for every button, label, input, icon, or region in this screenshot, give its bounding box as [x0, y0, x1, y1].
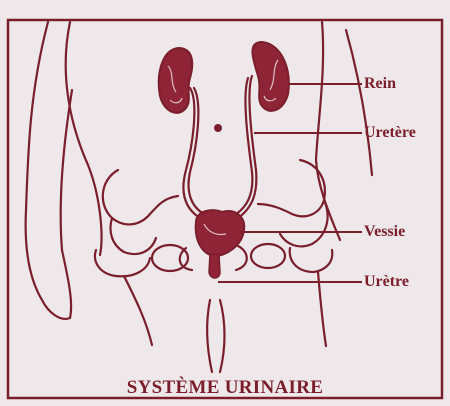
- genital-outline: [207, 300, 224, 372]
- urethra: [209, 254, 220, 278]
- pubis-right: [236, 246, 247, 270]
- navel: [214, 124, 222, 132]
- bladder: [196, 210, 245, 256]
- femur-right: [318, 272, 326, 346]
- torso-left-outline: [66, 22, 102, 255]
- kidneys: [159, 42, 289, 113]
- diagram-caption: SYSTÈME URINAIRE: [0, 377, 450, 399]
- kidney-label: Rein: [364, 76, 396, 92]
- femur-left: [124, 276, 152, 345]
- pelvis-right-outline: [258, 160, 325, 216]
- ureter-label: Uretère: [364, 125, 416, 141]
- obturator-right: [251, 244, 285, 268]
- urethra-label: Urètre: [364, 274, 409, 290]
- ureter-right: [238, 76, 256, 218]
- arm-right-outline: [346, 30, 372, 175]
- hip-right-joint: [290, 248, 333, 272]
- bladder-label: Vessie: [364, 224, 405, 240]
- pelvis-left-outline: [103, 170, 178, 224]
